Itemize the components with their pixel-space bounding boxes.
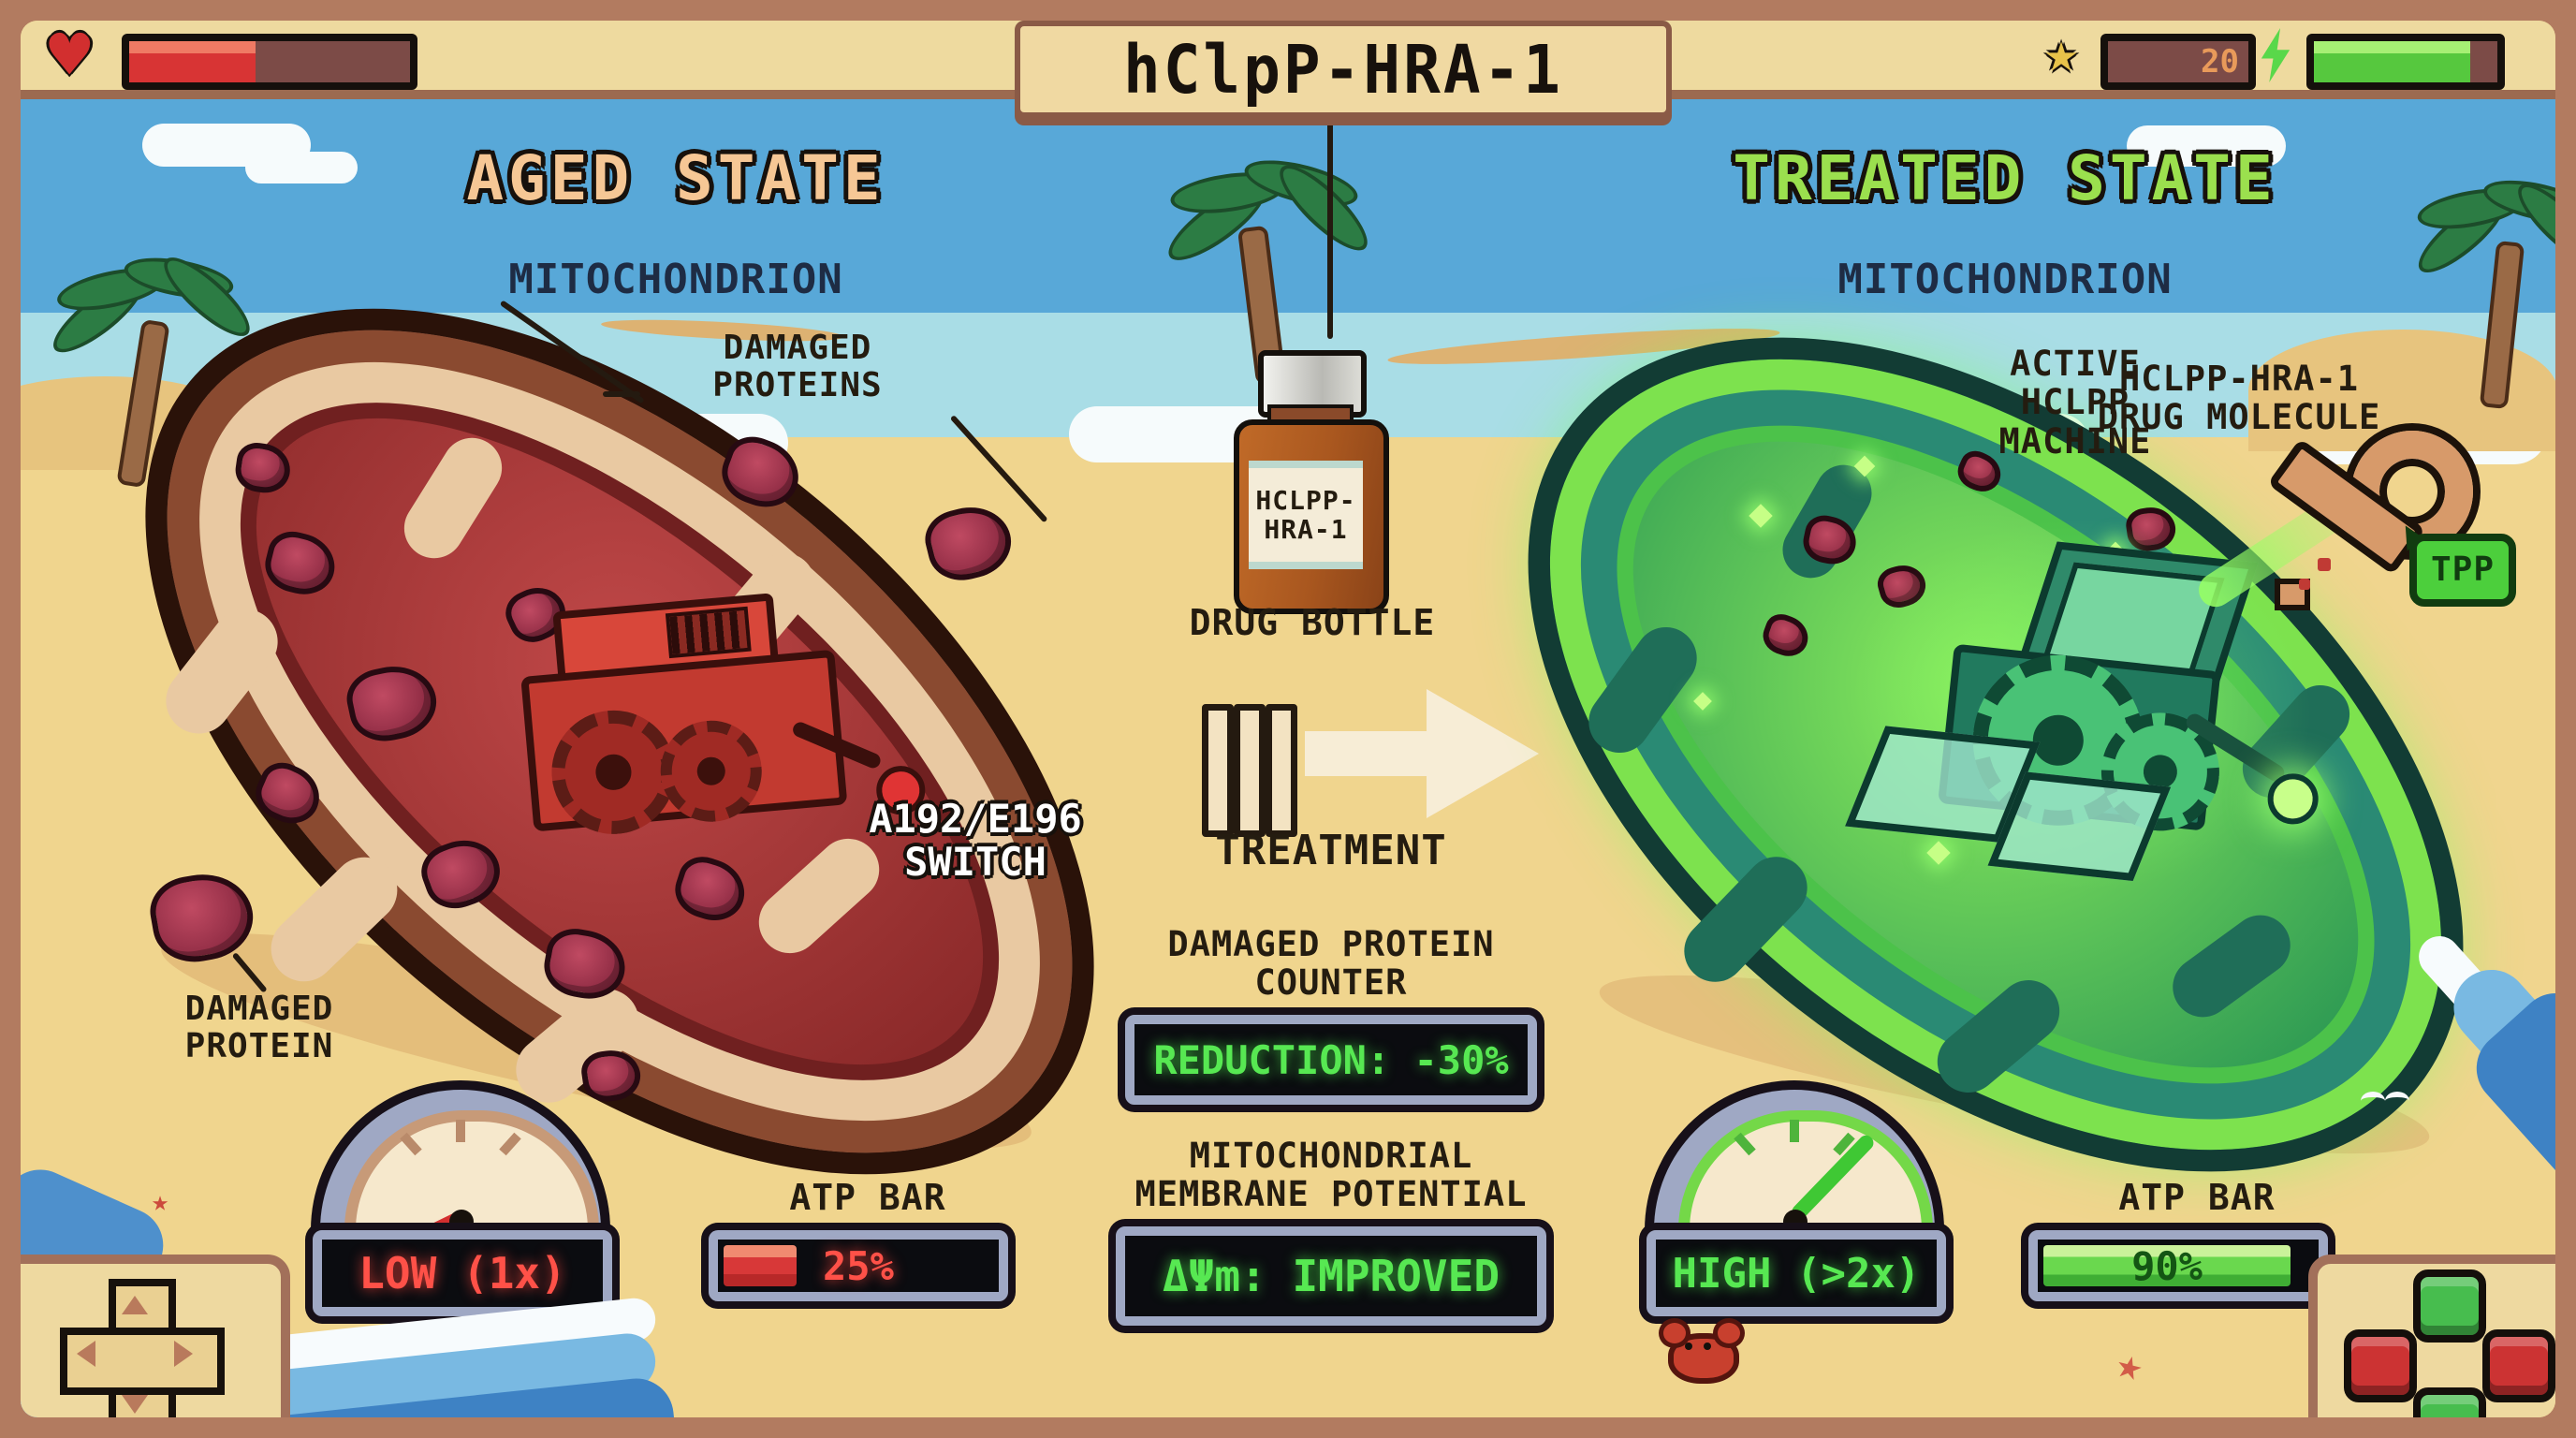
arrow-bar <box>1202 704 1234 837</box>
aged-gauge: LOW (1x) <box>313 1090 612 1324</box>
title-plate: hClpP-HRA-1 <box>1015 21 1672 118</box>
treated-mitochondrion-label: MITOCHONDRION <box>1837 256 2173 303</box>
counter-reading-text: REDUCTION: -30% <box>1153 1036 1509 1083</box>
action-buttons-panel <box>2308 1255 2555 1417</box>
starfish-icon: ★ <box>152 1185 169 1218</box>
crab-icon <box>1659 1318 1745 1384</box>
gauge-reading-text: HIGH (>2x) <box>1672 1249 1921 1298</box>
seagull-icon <box>2361 1088 2417 1107</box>
treated-gauge: HIGH (>2x) <box>1647 1090 1946 1324</box>
gauge-readout: LOW (1x) <box>313 1230 612 1316</box>
score-box: 20 <box>2100 34 2256 90</box>
arrow-bar <box>1266 704 1297 837</box>
gauge-reading-text: LOW (1x) <box>359 1248 566 1299</box>
aged-mitochondrion-label: MITOCHONDRION <box>508 256 843 303</box>
action-button-right-red[interactable] <box>2482 1329 2555 1402</box>
damaged-protein-label: DAMAGED PROTEIN <box>184 990 334 1066</box>
palm-tree-icon <box>2408 172 2555 414</box>
damaged-proteins-label: DAMAGED PROTEINS <box>712 329 883 405</box>
cloud <box>2127 125 2286 167</box>
treated-atp-bar: 90% <box>2028 1230 2328 1301</box>
aged-atp-bar: 25% <box>709 1230 1008 1301</box>
leader-line <box>603 391 640 397</box>
gauge-readout: HIGH (>2x) <box>1647 1230 1946 1316</box>
counter-panel: REDUCTION: -30% <box>1125 1015 1537 1105</box>
health-fill <box>129 41 256 82</box>
dpad-right-arrow[interactable] <box>174 1341 193 1367</box>
energy-fill <box>2314 41 2470 82</box>
bottle-label: HCLPP- HRA-1 <box>1249 461 1363 569</box>
drug-molecule-label: HCLPP-HRA-1 DRUG MOLECULE <box>2097 359 2381 438</box>
membrane-reading-text: ΔΨm: IMPROVED <box>1162 1251 1500 1301</box>
dpad-down-arrow[interactable] <box>122 1395 148 1414</box>
tpp-tag: TPP <box>2409 534 2516 607</box>
active-machine-label: ACTIVE HCLPP MACHINE <box>1998 344 2152 462</box>
treated-atp-label: ATP BAR <box>2118 1177 2276 1218</box>
aged-atp-label: ATP BAR <box>789 1177 946 1218</box>
aged-state-heading: AGED STATE <box>466 142 886 214</box>
treated-atp-value: 90% <box>2131 1242 2203 1289</box>
dpad-panel <box>21 1255 290 1417</box>
score-value: 20 <box>2201 43 2239 81</box>
page-title: hClpP-HRA-1 <box>1122 30 1564 109</box>
energy-bar <box>2306 34 2505 90</box>
health-bar <box>122 34 417 90</box>
counter-heading: DAMAGED PROTEIN COUNTER <box>1167 924 1495 1004</box>
star-icon: ★ <box>2044 21 2079 85</box>
scene: AGED STATE MITOCHONDRION <box>21 21 2555 1417</box>
action-button-top-green[interactable] <box>2413 1269 2486 1343</box>
sand-speck <box>329 1153 339 1163</box>
dpad-left-arrow[interactable] <box>77 1341 95 1367</box>
aged-atp-value: 25% <box>823 1242 894 1289</box>
drug-bottle-icon: HCLPP- HRA-1 <box>1234 350 1389 614</box>
action-button-bottom-green[interactable] <box>2413 1387 2486 1417</box>
tpp-tag-text: TPP <box>2430 550 2496 589</box>
atp-fill: 90% <box>2043 1242 2291 1289</box>
cloud <box>245 152 358 183</box>
action-button-left-red[interactable] <box>2344 1329 2417 1402</box>
atp-fill <box>724 1245 797 1286</box>
switch-label: A192/E196 SWITCH <box>869 796 1082 886</box>
arrow-bar <box>1234 704 1266 837</box>
treatment-label: TREATMENT <box>1215 827 1447 874</box>
dpad-up-arrow[interactable] <box>122 1296 148 1314</box>
heart-icon: ♥ <box>49 21 91 95</box>
treated-state-heading: TREATED STATE <box>1733 142 2277 214</box>
title-connector-line <box>1327 99 1333 339</box>
membrane-panel: ΔΨm: IMPROVED <box>1116 1226 1546 1326</box>
drug-bottle-caption: DRUG BOTTLE <box>1189 602 1436 643</box>
membrane-heading: MITOCHONDRIAL MEMBRANE POTENTIAL <box>1134 1136 1528 1215</box>
